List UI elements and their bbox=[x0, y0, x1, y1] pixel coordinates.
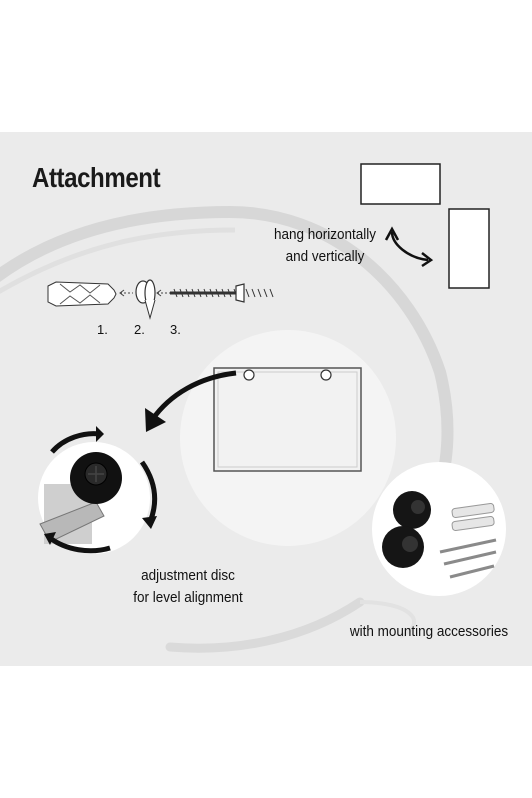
rotate-arrow-right bbox=[139, 460, 158, 523]
disc-caption-line-1: adjustment disc bbox=[141, 567, 235, 584]
disc-icon bbox=[135, 279, 156, 320]
assembly-illustration bbox=[47, 279, 274, 320]
rotate-arrow-icon bbox=[390, 231, 429, 262]
page-title: Attachment bbox=[32, 162, 161, 193]
wall-plug-icon bbox=[47, 281, 117, 307]
step-3-label: 3. bbox=[170, 322, 181, 337]
brush-circle bbox=[0, 205, 454, 653]
attachment-panel: Attachment hang horizontally and vertica… bbox=[0, 132, 532, 666]
accessories-illustration bbox=[382, 491, 497, 579]
picture-frame bbox=[213, 367, 362, 472]
rotate-arrow-bottom bbox=[48, 535, 111, 554]
orientation-illustration bbox=[360, 163, 490, 289]
disc-illustration bbox=[39, 426, 158, 554]
accessory-plugs bbox=[451, 503, 495, 531]
hang-caption-line-1: hang horizontally bbox=[273, 226, 377, 243]
screw-icon bbox=[170, 283, 274, 303]
hang-caption: hang horizontally and vertically bbox=[268, 224, 381, 268]
hanger-disc-right bbox=[320, 369, 332, 381]
frame-illustration bbox=[145, 367, 362, 472]
curved-arrow-icon bbox=[149, 370, 237, 422]
disc-caption-line-2: for level alignment bbox=[133, 589, 243, 606]
step-1-label: 1. bbox=[97, 322, 108, 337]
horizontal-frame-icon bbox=[360, 163, 441, 205]
rotate-arrow-top bbox=[50, 431, 101, 454]
accessory-screws bbox=[439, 538, 497, 579]
accessories-caption: with mounting accessories bbox=[349, 623, 509, 640]
disc-caption: adjustment disc for level alignment bbox=[123, 565, 253, 609]
hanger-disc-left bbox=[243, 369, 255, 381]
vertical-frame-icon bbox=[448, 208, 490, 289]
step-2-label: 2. bbox=[134, 322, 145, 337]
hang-caption-line-2: and vertically bbox=[285, 248, 365, 265]
